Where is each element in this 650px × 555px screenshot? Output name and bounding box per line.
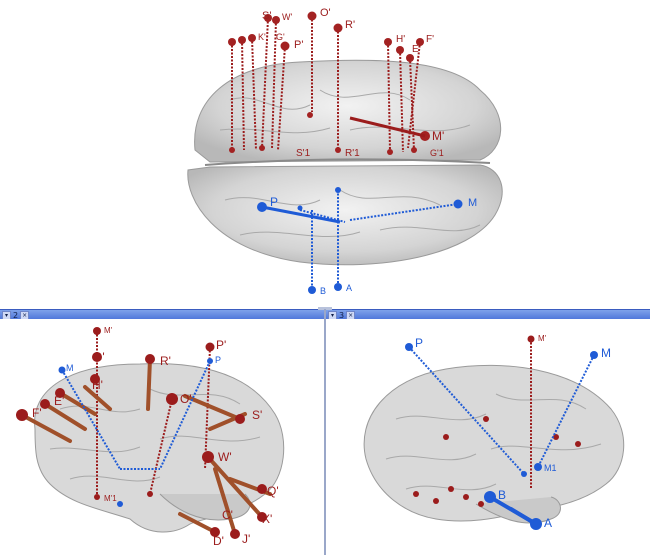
label-m1-br: M1 (544, 463, 557, 473)
viewport-top[interactable]: S' W' O' R' P' K' G' H' E' F' M' S'1 R'1… (0, 0, 650, 308)
label-m-prime-br: M' (538, 334, 547, 343)
label-r-prime1-top: R'1 (345, 148, 360, 159)
blue-contacts-br (405, 343, 598, 530)
label-m-bl: M (66, 363, 74, 373)
viewport-bottom-left[interactable]: M' G' R' P' O' S' H' E' F' W' Q' X' C' D… (0, 319, 324, 555)
label-p-bl: P (215, 355, 221, 365)
label-r-prime-top: R' (345, 19, 355, 31)
label-q-prime-bl: Q' (267, 484, 279, 498)
blue-electrodes-br (408, 346, 595, 475)
brain-surface-lateral-right (363, 364, 625, 524)
label-r-prime-bl: R' (160, 354, 171, 368)
label-s-prime-bl: S' (252, 408, 262, 422)
electrode-m-prime-top (349, 116, 426, 138)
label-g-prime1-top: G'1 (430, 148, 444, 158)
red-contacts-br (413, 335, 581, 507)
label-m-prime1-bl: M'1 (104, 494, 117, 503)
label-s-prime-top: S' (262, 10, 271, 22)
brain-surface-top (187, 59, 503, 266)
red-electrodes-bl (96, 331, 211, 497)
label-m-prime-bl: M' (104, 326, 113, 335)
label-f-prime-top: F' (426, 34, 434, 45)
label-a-br: A (544, 516, 552, 530)
blue-electrodes-top (261, 190, 459, 290)
label-s-prime1-top: S'1 (296, 148, 311, 159)
viewport-number-3: 3 (339, 310, 345, 320)
splitter-grip[interactable] (318, 307, 332, 310)
red-contacts-top (228, 11, 430, 155)
label-p-prime-top: P' (294, 39, 303, 51)
label-d-prime-bl: D' (213, 534, 224, 548)
label-w-prime-bl: W' (218, 450, 232, 464)
red-contacts-bl (16, 327, 267, 539)
label-w-prime-top: W' (282, 12, 292, 22)
red-electrodes-top (231, 16, 421, 153)
label-g-prime-bl: G' (93, 350, 105, 364)
label-e-prime-top: E' (412, 44, 421, 55)
label-b-top: B (320, 286, 326, 296)
red-rods-bl (20, 357, 272, 536)
label-f-prime-bl: F' (32, 406, 42, 420)
viewport-bottom-right[interactable]: M' P M B A M1 (326, 319, 650, 555)
label-k-prime-top: K' (258, 32, 266, 42)
vertical-splitter[interactable] (324, 309, 326, 555)
label-h-prime-top: H' (396, 34, 405, 45)
bottom-right-canvas[interactable]: M' P M B A M1 (326, 319, 650, 555)
blue-contacts-top (257, 187, 463, 294)
label-j-prime-bl: J' (242, 532, 250, 546)
label-p-prime-bl: P' (216, 338, 226, 352)
viewport-number-2: 2 (13, 310, 19, 320)
label-o-prime-bl: O' (180, 392, 192, 406)
label-o-prime-top: O' (320, 7, 331, 19)
blue-electrodes-bl (61, 360, 211, 470)
label-p-top: P (270, 195, 278, 209)
label-b-br: B (498, 488, 506, 502)
bottom-left-canvas[interactable]: M' G' R' P' O' S' H' E' F' W' Q' X' C' D… (0, 319, 324, 555)
label-a-top: A (346, 283, 352, 293)
label-m-prime-top: M' (432, 129, 444, 143)
label-m-br: M (601, 346, 611, 360)
blue-contacts-bl (58, 358, 213, 507)
label-h-prime-bl: H' (92, 378, 103, 392)
label-g-prime-top: G' (276, 32, 285, 42)
label-c-prime-bl: C' (222, 508, 233, 522)
top-view-canvas[interactable]: S' W' O' R' P' K' G' H' E' F' M' S'1 R'1… (0, 0, 650, 308)
label-e-prime-bl: E' (54, 394, 64, 408)
label-x-prime-bl: X' (262, 512, 272, 526)
label-m-top: M (468, 197, 477, 209)
label-p-br: P (415, 336, 423, 350)
